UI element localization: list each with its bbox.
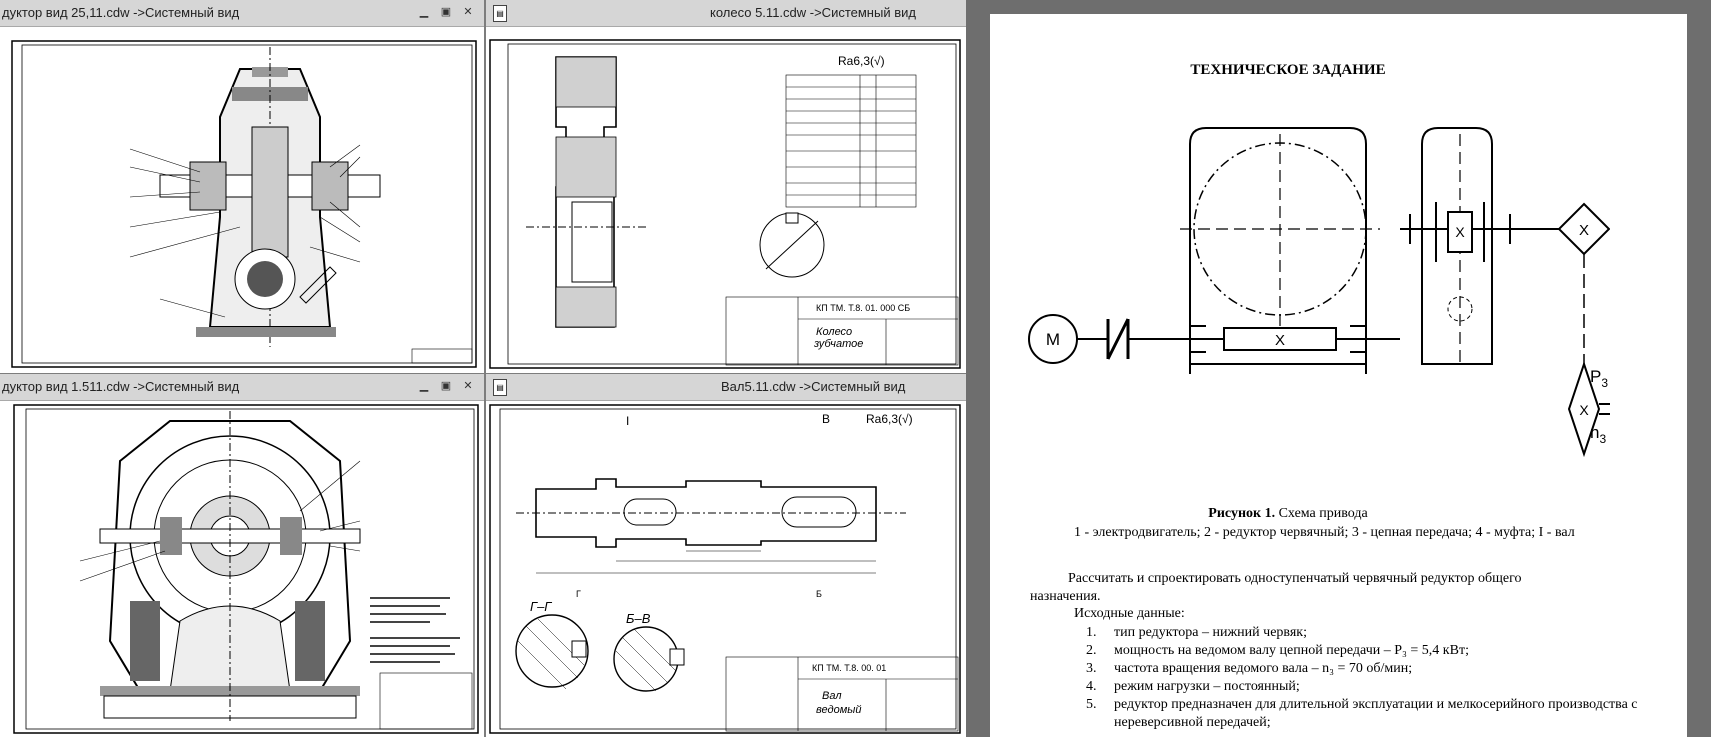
list-item: 2.мощность на ведомом валу цепной переда… bbox=[1086, 643, 1469, 658]
svg-text:ведомый: ведомый bbox=[816, 704, 861, 716]
minimize-icon[interactable]: ▁ bbox=[419, 6, 429, 18]
figure-caption: Рисунок 1. Схема привода bbox=[1208, 506, 1368, 521]
svg-text:Б: Б bbox=[816, 589, 822, 599]
close-icon[interactable]: ✕ bbox=[463, 380, 473, 392]
list-item: 4.режим нагрузки – постоянный; bbox=[1086, 679, 1300, 694]
list-item: 1.тип редуктора – нижний червяк; bbox=[1086, 625, 1307, 640]
document-heading: ТЕХНИЧЕСКОЕ ЗАДАНИЕ bbox=[1190, 62, 1386, 78]
window-title: Вал5.11.cdw ->Системный вид bbox=[721, 379, 906, 394]
restore-icon[interactable]: ▣ bbox=[440, 6, 452, 18]
window-title: колесо 5.11.cdw ->Системный вид bbox=[710, 5, 916, 20]
output-sprocket-label: X bbox=[1579, 402, 1589, 418]
svg-text:Колесо: Колесо bbox=[816, 326, 852, 338]
title-bar[interactable]: дуктор вид 25,11.cdw ->Системный вид ▁ ▣… bbox=[0, 0, 484, 27]
svg-text:В: В bbox=[822, 412, 830, 426]
window-title: дуктор вид 25,11.cdw ->Системный вид bbox=[2, 5, 240, 20]
title-bar[interactable]: ▤ колесо 5.11.cdw ->Системный вид bbox=[486, 0, 966, 27]
document-viewer[interactable]: ТЕХНИЧЕСКОЕ ЗАДАНИЕ M X bbox=[966, 0, 1711, 737]
svg-text:Вал: Вал bbox=[822, 690, 842, 702]
n3-label: n3 bbox=[1590, 423, 1606, 446]
given-data-list: 1.тип редуктора – нижний червяк; 2.мощно… bbox=[1086, 624, 1646, 732]
window-reducer-view-25[interactable]: дуктор вид 25,11.cdw ->Системный вид ▁ ▣… bbox=[0, 0, 484, 373]
title-bar[interactable]: ▤ Вал5.11.cdw ->Системный вид bbox=[486, 374, 966, 401]
assembly-drawing-2 bbox=[13, 404, 479, 734]
gear-label: X bbox=[1455, 224, 1465, 240]
document-icon: ▤ bbox=[493, 5, 507, 22]
window-wheel[interactable]: ▤ колесо 5.11.cdw ->Системный вид Ra6,3(… bbox=[486, 0, 966, 373]
restore-icon[interactable]: ▣ bbox=[440, 380, 452, 392]
p3-label: P3 bbox=[1590, 367, 1608, 390]
svg-text:КП ТМ. Т.8. 00. 01: КП ТМ. Т.8. 00. 01 bbox=[812, 663, 886, 673]
figure-legend: 1 - электродвигатель; 2 - редуктор червя… bbox=[1074, 525, 1575, 540]
list-item: 3.частота вращения ведомого вала – n₃ = … bbox=[1086, 661, 1413, 676]
sprocket-label: X bbox=[1579, 222, 1589, 239]
close-icon[interactable]: ✕ bbox=[463, 6, 473, 18]
document-icon: ▤ bbox=[493, 379, 507, 396]
motor-label: M bbox=[1046, 330, 1060, 349]
window-reducer-view-1511[interactable]: дуктор вид 1.511.cdw ->Системный вид ▁ ▣… bbox=[0, 374, 484, 737]
drive-scheme-diagram: M X X bbox=[1028, 127, 1610, 458]
svg-text:Б–В: Б–В bbox=[626, 611, 651, 626]
window-shaft[interactable]: ▤ Вал5.11.cdw ->Системный вид Ra6,3(√) I… bbox=[486, 374, 966, 737]
drawing-canvas[interactable] bbox=[0, 401, 484, 737]
document-page[interactable]: ТЕХНИЧЕСКОЕ ЗАДАНИЕ M X bbox=[990, 14, 1687, 737]
drawing-canvas[interactable] bbox=[0, 27, 484, 373]
svg-text:Г–Г: Г–Г bbox=[530, 599, 552, 614]
drawing-canvas[interactable]: Ra6,3(√) I В Г Б Г–Г Б–В bbox=[486, 401, 966, 737]
task-paragraph: Рассчитать и спроектировать одноступенча… bbox=[1030, 571, 1522, 604]
drawing-canvas[interactable]: Ra6,3(√) КП ТМ. Т.8. 01. 000 СБ bbox=[486, 27, 966, 373]
title-bar[interactable]: дуктор вид 1.511.cdw ->Системный вид ▁ ▣… bbox=[0, 374, 484, 401]
svg-text:зубчатое: зубчатое bbox=[813, 338, 863, 350]
svg-text:Ra6,3(√): Ra6,3(√) bbox=[838, 54, 885, 68]
svg-text:I: I bbox=[626, 414, 629, 428]
worm-label: X bbox=[1275, 332, 1285, 349]
list-item: 5.редуктор предназначен для длительной э… bbox=[1086, 697, 1638, 730]
window-title: дуктор вид 1.511.cdw ->Системный вид bbox=[2, 379, 240, 394]
given-data-heading: Исходные данные: bbox=[1074, 606, 1185, 621]
minimize-icon[interactable]: ▁ bbox=[419, 380, 429, 392]
shaft-drawing: Ra6,3(√) I В Г Б Г–Г Б–В bbox=[489, 404, 961, 734]
svg-text:Ra6,3(√): Ra6,3(√) bbox=[866, 412, 913, 426]
svg-text:КП ТМ. Т.8. 01. 000 СБ: КП ТМ. Т.8. 01. 000 СБ bbox=[816, 303, 910, 313]
wheel-drawing: Ra6,3(√) КП ТМ. Т.8. 01. 000 СБ bbox=[489, 39, 961, 369]
svg-text:Г: Г bbox=[576, 589, 581, 599]
assembly-drawing-1 bbox=[11, 40, 477, 368]
